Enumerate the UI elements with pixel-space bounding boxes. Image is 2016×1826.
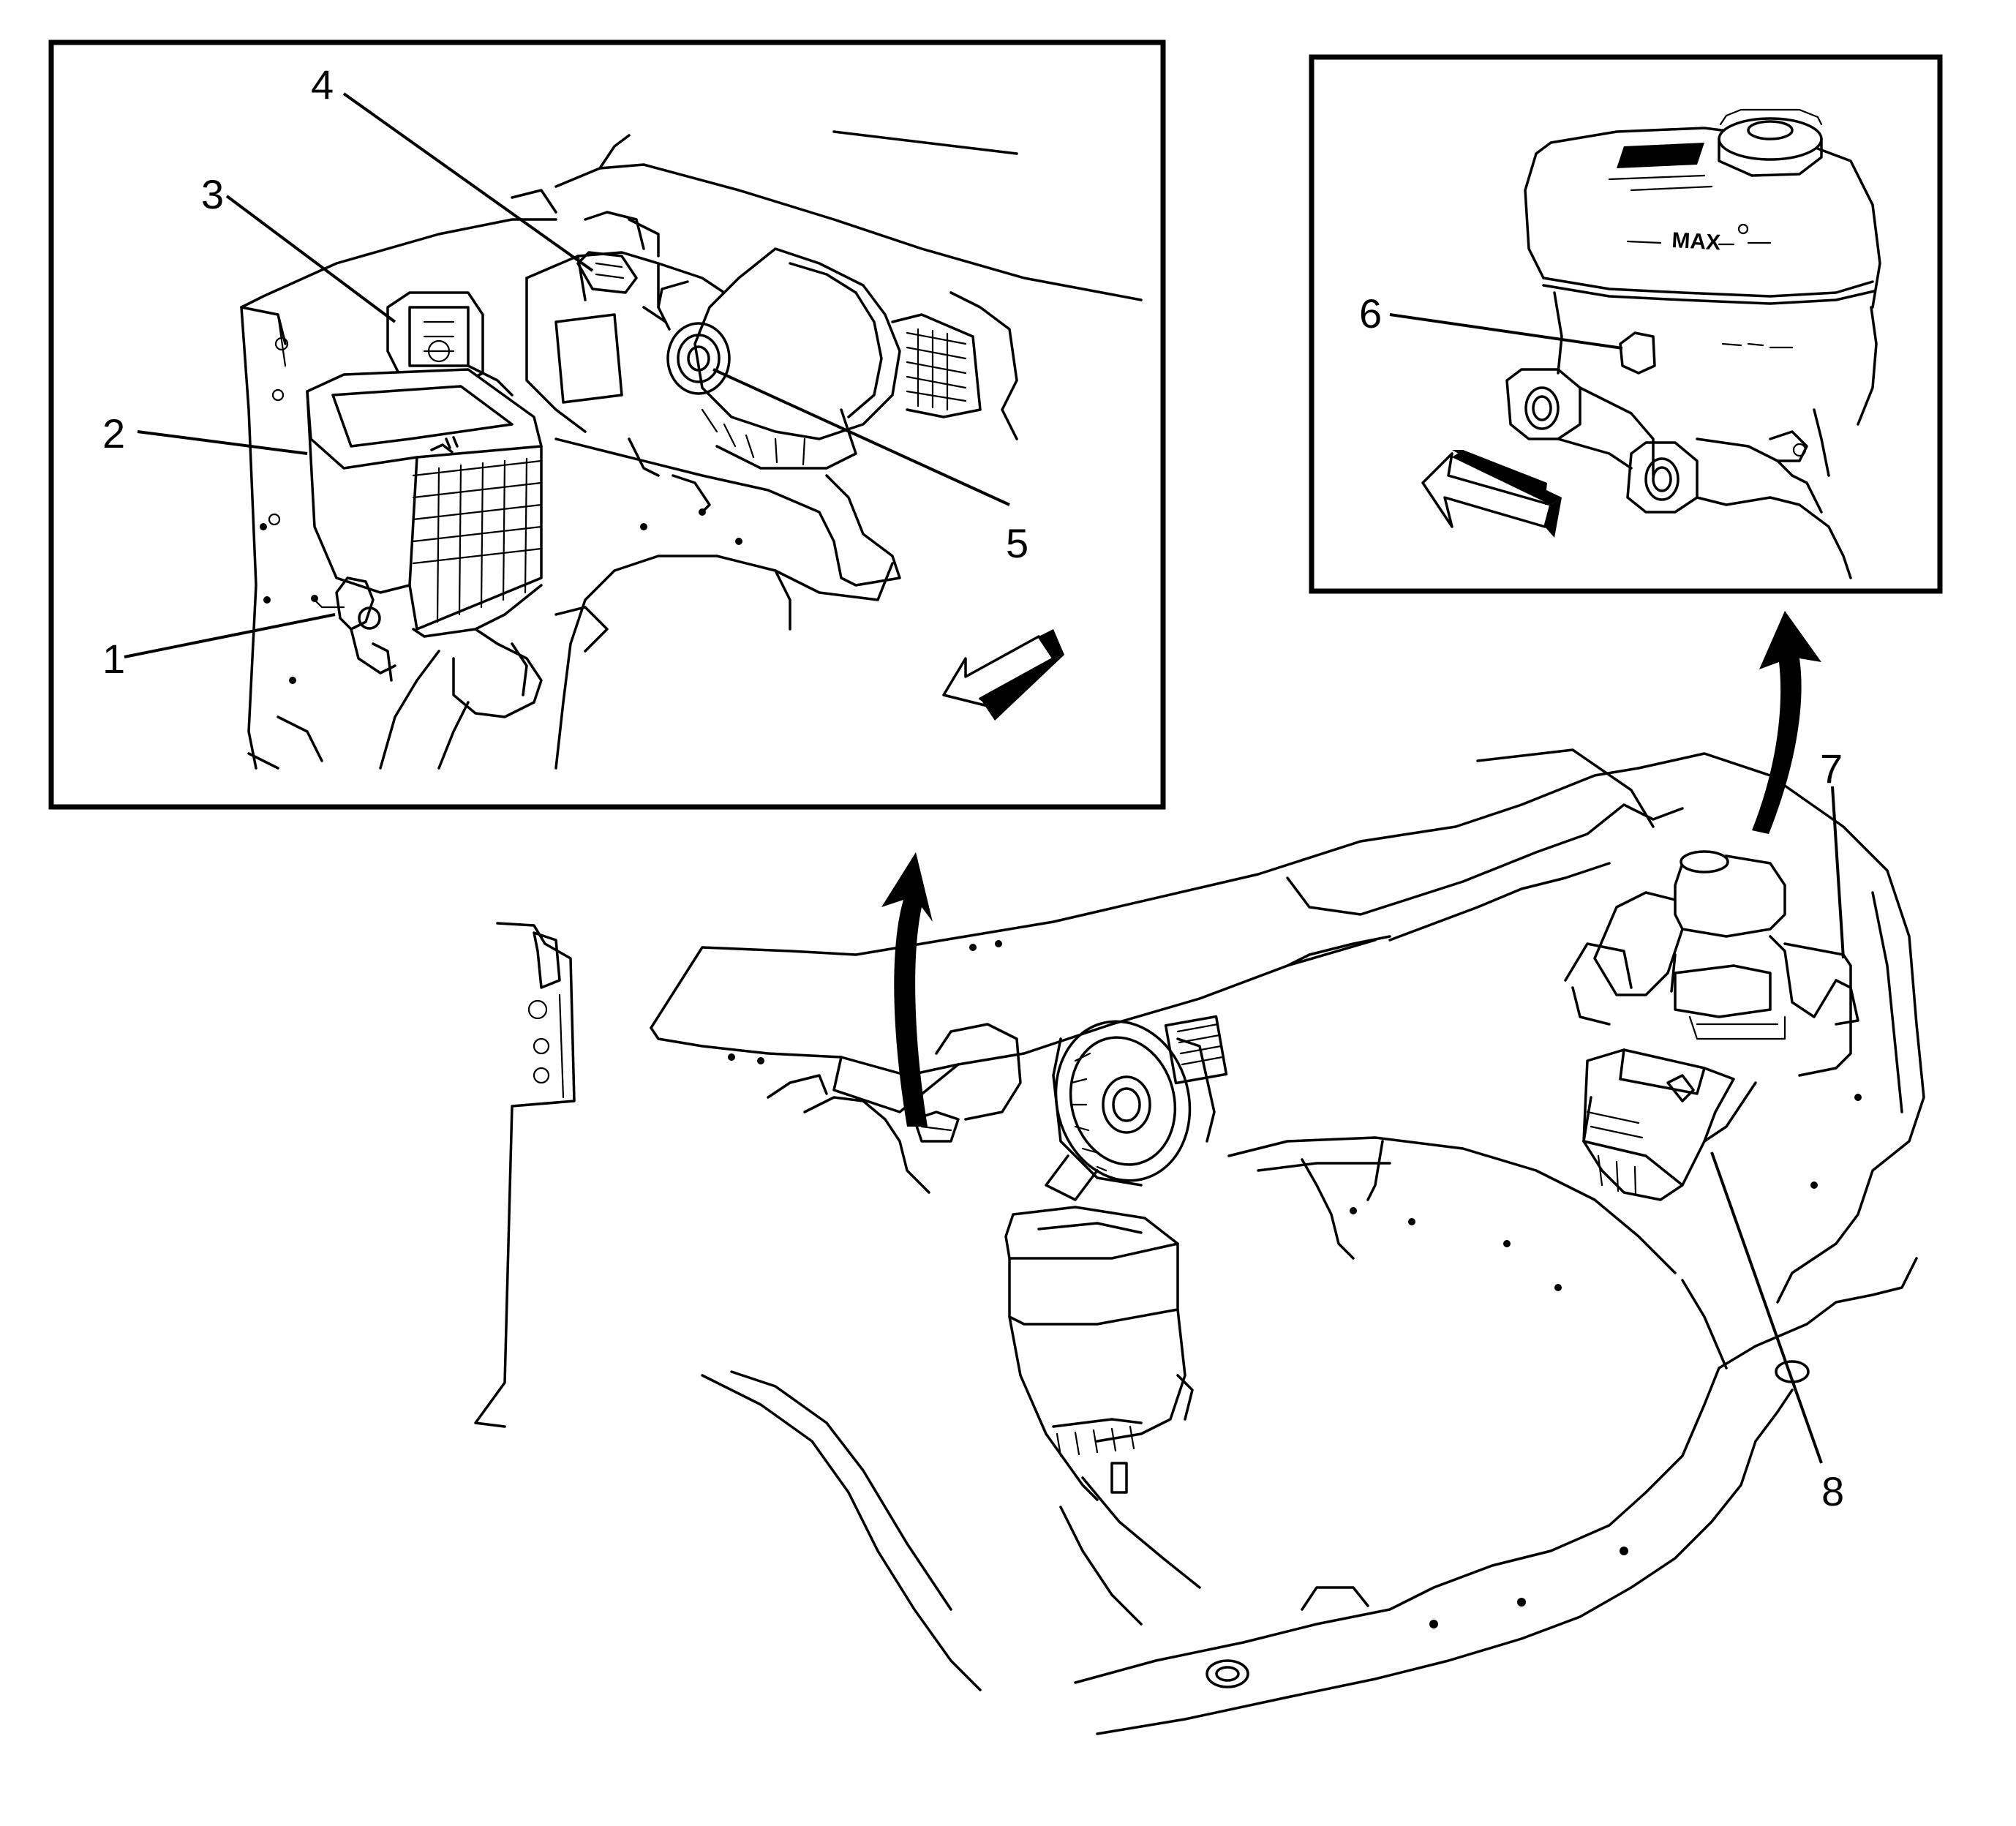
reservoir-max-mark: MAX: [1671, 228, 1721, 255]
leader-6: [1389, 313, 1623, 350]
bracket-inset: [386, 291, 514, 397]
callout-3: 3: [201, 171, 224, 217]
leader-1: [124, 613, 336, 658]
callout-4: 4: [311, 61, 334, 108]
pointer-arrow-left: [881, 852, 933, 1127]
air-cleaner-inset: [306, 368, 543, 638]
direction-arrow-inset-1: [942, 629, 1064, 721]
pointer-arrow-right: [1752, 611, 1821, 834]
leader-8: [1710, 1151, 1823, 1464]
leader-3: [225, 195, 396, 323]
hvac-housing-inset: [525, 211, 982, 514]
brake-fluid-reservoir: MAX: [1524, 108, 1881, 426]
leader-5: [712, 368, 1010, 506]
direction-arrow-inset-2: [1421, 450, 1562, 538]
inset-brake-reservoir: MAX: [1309, 54, 1943, 594]
callout-8: 8: [1821, 1468, 1844, 1514]
abs-module-main: [1582, 1048, 1757, 1201]
callout-labels: 1 2 3 4 5 6 7 8: [102, 61, 1844, 1514]
brake-master-cylinder-main: [1564, 850, 1859, 1077]
leader-7: [1831, 786, 1845, 959]
callout-7: 7: [1820, 745, 1843, 792]
leader-lines: [124, 92, 1845, 1464]
blower-motor-main: [1045, 1015, 1228, 1201]
leader-4: [342, 92, 594, 272]
blower-motor-inset: [642, 280, 731, 395]
horn-inset: [311, 576, 396, 682]
callout-5: 5: [1006, 520, 1028, 566]
front-crossmember: [1074, 1345, 1794, 1735]
callout-1: 1: [102, 636, 125, 682]
callout-6: 6: [1359, 290, 1382, 337]
main-engine-bay-view: [474, 611, 1925, 1735]
air-cleaner-main: [1004, 1206, 1194, 1501]
inset-air-cleaner-blower: [48, 40, 1166, 810]
leader-2: [137, 430, 308, 455]
master-cylinder-inset: [1505, 368, 1852, 579]
callout-2: 2: [102, 410, 125, 456]
